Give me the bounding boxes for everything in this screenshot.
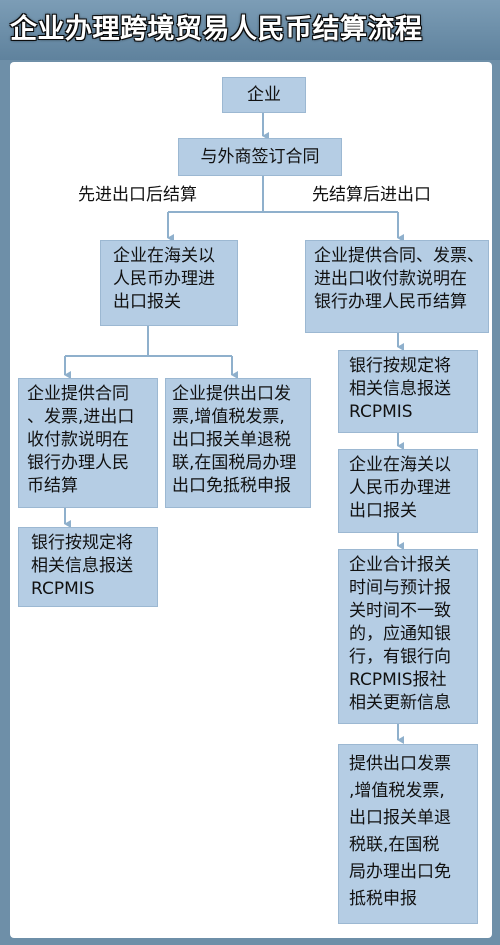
node-left-sub-a-next: 银行按规定将 相关信息报送 RCPMIS (18, 527, 158, 607)
node-start: 企业 (222, 77, 306, 113)
node-left-step1: 企业在海关以 人民币办理进 出口报关 (100, 240, 238, 326)
node-contract: 与外商签订合同 (178, 138, 342, 176)
node-right-step3: 企业在海关以 人民币办理进 出口报关 (338, 449, 478, 533)
node-left-sub-a: 企业提供合同 、发票,进出口 收付款说明在 银行办理人民 币结算 (18, 378, 158, 508)
node-right-step5: 提供出口发票 ,增值税发票, 出口报关单退 税联,在国税 局办理出口免 抵税申报 (338, 744, 478, 924)
node-right-step1: 企业提供合同、发票、 进出口收付款说明在 银行办理人民币结算 (305, 240, 489, 333)
label-right-branch: 先结算后进出口 (312, 185, 431, 205)
title-bar: 企业办理跨境贸易人民币结算流程 (0, 0, 500, 60)
node-right-step4: 企业合计报关 时间与预计报 关时间不一致 的，应通知银 行，有银行向 RCPMI… (338, 549, 478, 724)
label-left-branch: 先进出口后结算 (78, 185, 197, 205)
page-title: 企业办理跨境贸易人民币结算流程 (10, 14, 423, 45)
node-left-sub-b: 企业提供出口发 票,增值税发票, 出口报关单退税 联,在国税局办理 出口免抵税申… (165, 378, 311, 508)
node-right-step2: 银行按规定将 相关信息报送 RCPMIS (338, 350, 478, 433)
